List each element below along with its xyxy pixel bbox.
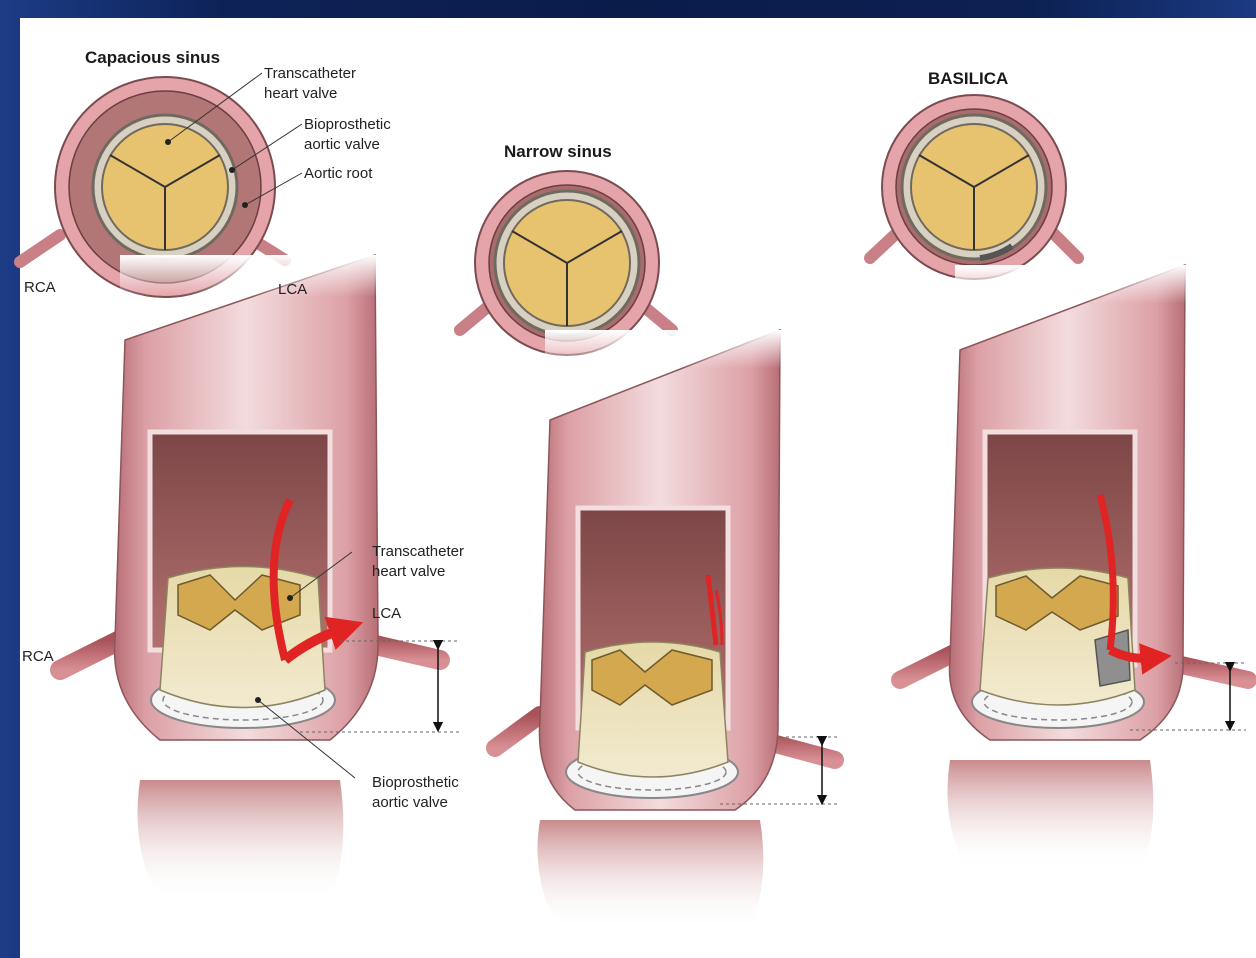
label-lca-side: LCA [372, 605, 401, 622]
label-bav-side-line1: Bioprosthetic [372, 774, 459, 791]
label-bav-side-line2: aortic valve [372, 794, 448, 811]
narrow-cross-section [460, 171, 672, 355]
label-bav-line1: Bioprosthetic [304, 116, 391, 133]
label-thv-line1: Transcatheter [264, 65, 356, 82]
basilica-cross-section [870, 95, 1078, 279]
rca-vessel [495, 715, 540, 748]
rca-vessel [60, 640, 120, 670]
rca-vessel-stub [20, 235, 60, 262]
label-thv-side-line1: Transcatheter [372, 543, 464, 560]
label-aortic-root: Aortic root [304, 165, 373, 182]
label-rca-top: RCA [24, 279, 56, 296]
label-bav-line2: aortic valve [304, 136, 380, 153]
lca-vessel-stub [1050, 230, 1078, 258]
label-rca-side: RCA [22, 648, 54, 665]
label-lca-top: LCA [278, 281, 307, 298]
title-capacious-sinus: Capacious sinus [85, 48, 220, 67]
title-basilica: BASILICA [928, 69, 1008, 88]
label-thv-side-line2: heart valve [372, 563, 445, 580]
rca-vessel-stub [460, 305, 490, 330]
basilica-long-view [900, 265, 1248, 870]
label-thv-line2: heart valve [264, 85, 337, 102]
narrow-long-view [495, 330, 840, 930]
title-narrow-sinus: Narrow sinus [504, 142, 612, 161]
